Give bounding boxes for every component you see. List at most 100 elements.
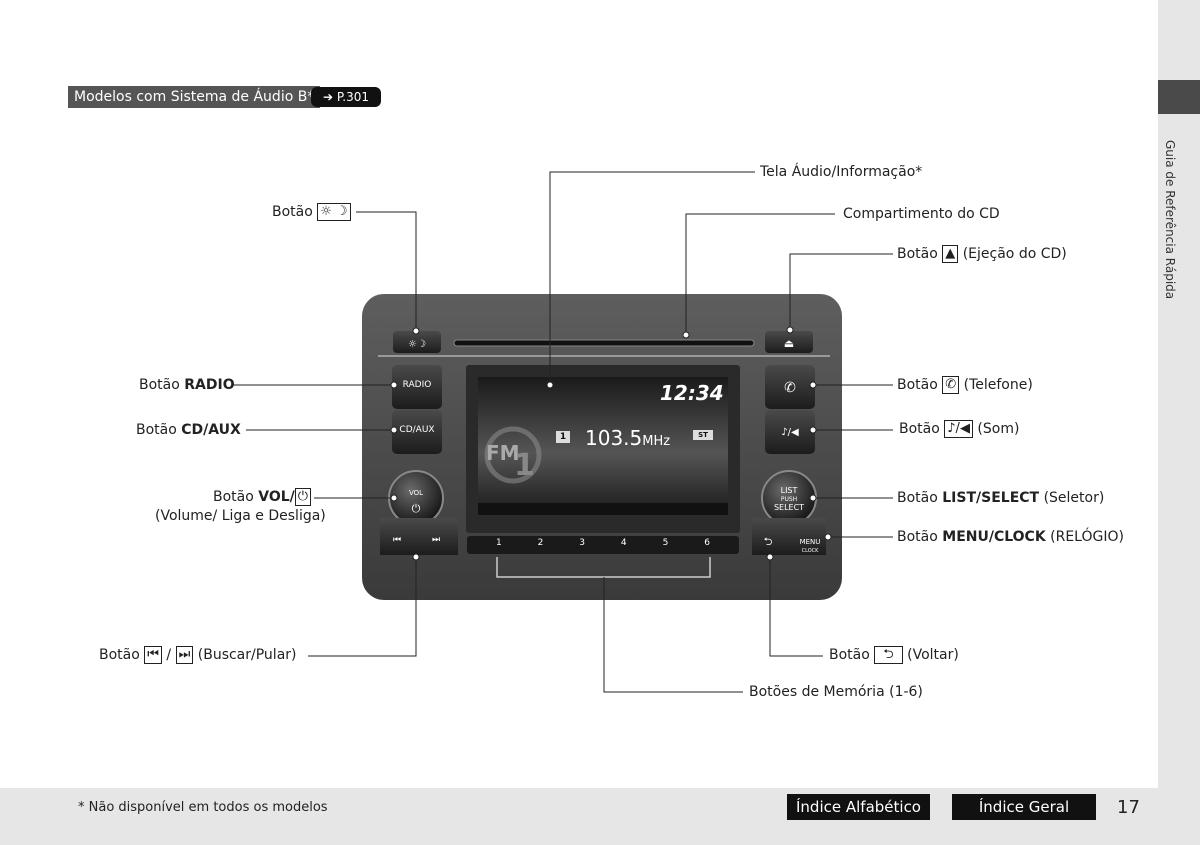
label-vol-sub: (Volume/ Liga e Desliga) (155, 508, 326, 524)
label-vol-name: VOL/ (258, 489, 295, 505)
sound-button[interactable] (765, 410, 815, 454)
preset-strip (467, 536, 739, 554)
screen-clock: 12:34 (660, 381, 724, 405)
cd-aux-button-label: CD/AUX (399, 425, 435, 435)
back-icon: ⮌ (874, 646, 903, 664)
seek-back-icon: ⏮ (144, 646, 162, 664)
callout-dots (390, 326, 832, 561)
label-radio-name: RADIO (184, 377, 235, 393)
screen-band: FM (486, 441, 520, 465)
seek-back-icon: ⏮ (393, 535, 401, 545)
menu-clock-label: MENU CLOCK (794, 538, 826, 555)
brightness-button[interactable] (393, 331, 441, 353)
label-botao: Botão (829, 647, 870, 663)
label-botao: Botão (272, 204, 313, 220)
label-menu-suffix: (RELÓGIO) (1050, 529, 1124, 545)
radio-button[interactable] (392, 365, 442, 409)
sound-icon: ♪/◀ (781, 427, 799, 438)
frequency-value: 103.5 (585, 426, 643, 450)
page-number: 17 (1117, 797, 1140, 818)
model-tag: Modelos com Sistema de Áudio B* (68, 86, 321, 108)
label-eject: Botão ▲ (Ejeção do CD) (897, 245, 1067, 263)
sidebar-label: Guia de Referência Rápida (1163, 140, 1177, 300)
preset-button-1[interactable]: 1 (495, 538, 502, 548)
clock-label: CLOCK (801, 548, 819, 554)
seek-rocker[interactable] (380, 518, 458, 555)
cd-slot (453, 339, 755, 347)
label-brightness: Botão ☼ ☽ (272, 203, 351, 221)
label-botao: Botão (99, 647, 140, 663)
power-icon: ⏻ (294, 488, 312, 506)
cd-aux-button[interactable] (392, 410, 442, 454)
label-list-select: Botão LIST/SELECT (Seletor) (897, 490, 1104, 506)
index-alphabetical-button[interactable]: Índice Alfabético (787, 794, 930, 820)
preset-button-2[interactable]: 2 (537, 538, 544, 548)
page-reference-link[interactable]: ➔ P.301 (311, 87, 381, 107)
preset-button-5[interactable]: 5 (662, 538, 669, 548)
label-memory: Botões de Memória (1-6) (749, 684, 923, 700)
label-menu-name: MENU/CLOCK (942, 529, 1046, 545)
label-sound-suffix: (Som) (977, 421, 1020, 437)
phone-icon: ✆ (942, 376, 960, 394)
radio-button-label: RADIO (402, 380, 432, 390)
preset-button-3[interactable]: 3 (579, 538, 585, 548)
label-phone: Botão ✆ (Telefone) (897, 376, 1033, 394)
list-label: LIST (780, 486, 798, 495)
sidebar (1158, 0, 1200, 845)
label-phone-suffix: (Telefone) (963, 377, 1033, 393)
sun-moon-icon: ☼ ☽ (317, 203, 351, 221)
phone-icon: ✆ (784, 380, 796, 396)
label-botao: Botão (897, 377, 938, 393)
sidebar-tab (1158, 80, 1200, 114)
label-cd-aux: Botão CD/AUX (136, 422, 241, 438)
label-cd-aux-name: CD/AUX (181, 422, 241, 438)
label-cd-slot: Compartimento do CD (843, 206, 1000, 222)
eject-icon: ⏏ (784, 337, 794, 350)
back-menu-rocker[interactable] (752, 518, 826, 555)
back-icon: ⮌ (764, 535, 773, 548)
preset-buttons: 1 2 3 4 5 6 (478, 538, 728, 548)
label-botao: Botão (899, 421, 940, 437)
eject-button[interactable] (765, 331, 813, 353)
label-back: Botão ⮌ (Voltar) (829, 646, 959, 664)
label-botao: Botão (897, 529, 938, 545)
label-back-suffix: (Voltar) (907, 647, 959, 663)
index-general-button[interactable]: Índice Geral (952, 794, 1096, 820)
preset-button-6[interactable]: 6 (704, 538, 710, 548)
frequency-unit: MHz (642, 434, 671, 449)
arrow-icon: ➔ (323, 90, 334, 104)
audio-unit-diagram: ☼☽ ⏏ ✆ ♪/◀ ⏻ ⏮ ⏭ ⮌ (232, 171, 893, 693)
label-list-suffix: (Seletor) (1043, 490, 1105, 506)
label-radio: Botão RADIO (139, 377, 235, 393)
label-seek: Botão ⏮ / ⏭ (Buscar/Pular) (99, 646, 297, 664)
screen-bottom-bar (478, 503, 728, 515)
phone-button[interactable] (765, 365, 815, 409)
menu-label: MENU (799, 538, 821, 546)
power-icon: ⏻ (412, 502, 421, 515)
callout-lines (232, 171, 893, 693)
label-botao: Botão (897, 490, 938, 506)
screen-band-number: 1 (514, 448, 535, 483)
eject-icon: ▲ (942, 245, 959, 263)
stereo-badge: ST (693, 430, 713, 440)
label-botao: Botão (213, 489, 254, 505)
label-sound: Botão ♪/◀ (Som) (899, 420, 1019, 438)
preset-button-4[interactable]: 4 (620, 538, 627, 548)
select-label: SELECT (773, 503, 805, 512)
label-seek-suffix: (Buscar/Pular) (197, 647, 297, 663)
seek-forward-icon: ⏭ (432, 535, 440, 545)
label-botao: Botão (139, 377, 180, 393)
footnote: * Não disponível em todos os modelos (78, 800, 328, 815)
label-botao: Botão (897, 246, 938, 262)
screen-frequency: 103.5MHz (585, 426, 670, 450)
push-label: PUSH (780, 496, 798, 503)
sun-moon-icon: ☼☽ (408, 339, 426, 350)
screen-preset-badge: 1 (556, 431, 570, 443)
label-menu-clock: Botão MENU/CLOCK (RELÓGIO) (897, 529, 1124, 545)
label-botao: Botão (136, 422, 177, 438)
sound-icon: ♪/◀ (944, 420, 973, 438)
screen (478, 377, 728, 515)
label-vol: Botão VOL/⏻ (213, 488, 312, 506)
vol-knob-label: VOL (408, 489, 424, 497)
